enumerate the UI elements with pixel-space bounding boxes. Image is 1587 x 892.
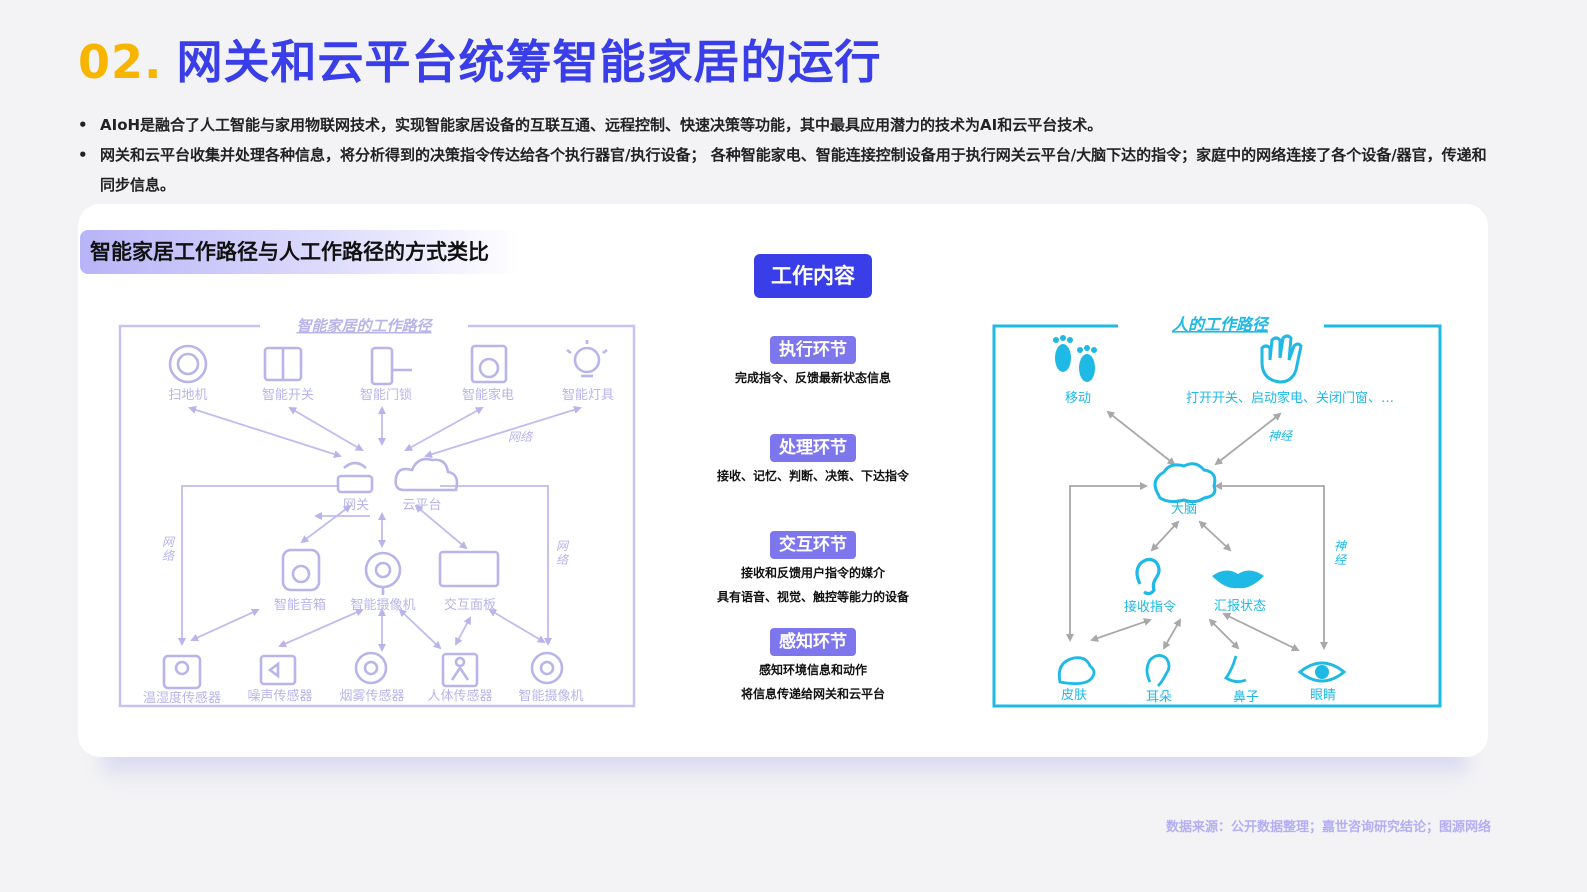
cloud-icon: [394, 457, 459, 492]
lips-icon: [1212, 570, 1264, 589]
nose-icon: [1223, 655, 1247, 683]
device-label: 智能灯具: [562, 388, 614, 403]
door-lock-icon: [370, 346, 394, 386]
device-label: 智能摄像机: [350, 598, 415, 613]
network-label-vertical: 网络: [556, 539, 570, 567]
step-tag: 感知环节: [770, 628, 856, 656]
sensor-camera-icon: [530, 651, 564, 685]
device-label: 智能开关: [262, 388, 314, 403]
sensor-label: 智能摄像机: [518, 689, 583, 704]
sense-label: 鼻子: [1233, 689, 1259, 705]
step-desc: 完成指令、反馈最新状态信息: [734, 371, 891, 385]
skin-arm-icon: [1057, 656, 1096, 685]
sense-label: 眼睛: [1310, 688, 1336, 703]
bullet-list: AIoH是融合了人工智能与家用物联网技术，实现智能家居设备的互联互通、远程控制、…: [78, 110, 1498, 200]
cloud-label: 云平台: [402, 498, 441, 513]
step-desc: 接收和反馈用户指令的媒介: [740, 566, 885, 580]
device-label: 智能门锁: [360, 387, 412, 403]
ear-icon: [1145, 654, 1171, 687]
bullet-item: AIoH是融合了人工智能与家用物联网技术，实现智能家居设备的互联互通、远程控制、…: [78, 110, 1498, 140]
step-desc: 接收、记忆、判断、决策、下达指令: [716, 469, 909, 483]
ear-icon: [1135, 557, 1161, 596]
footprints-icon: [1053, 335, 1097, 382]
network-label-vertical: 网络: [162, 535, 176, 563]
sensor-label: 噪声传感器: [247, 688, 312, 704]
humidity-sensor-icon: [162, 654, 202, 690]
gateway-icon: [336, 474, 374, 494]
sense-label: 皮肤: [1061, 688, 1087, 703]
step-perceive: 感知环节 感知环境信息和动作 将信息传递给网关和云平台: [680, 628, 946, 706]
sensor-label: 温湿度传感器: [143, 690, 221, 706]
speaker-icon: [281, 548, 321, 592]
left-diagram-title: 智能家居的工作路径: [296, 317, 433, 335]
brain-label: 大脑: [1171, 502, 1197, 517]
section-number: 02.: [78, 35, 163, 89]
nerve-label-vertical: 神经: [1334, 539, 1348, 567]
actions-label: 打开开关、启动家电、关闭门窗、…: [1186, 390, 1394, 406]
human-pathway-diagram: 人的工作路径 移动 打开开关、启动家电、关闭门窗、… 神经 大脑 接收指令 汇报…: [992, 315, 1442, 708]
bullet-item: 网关和云平台收集并处理各种信息，将分析得到的决策指令传达给各个执行器官/执行设备…: [78, 140, 1498, 200]
robot-vacuum-icon: [168, 344, 208, 384]
step-tag: 执行环节: [770, 336, 856, 364]
smart-home-diagram: 智能家居的工作路径 扫地机 智能开关 智能门锁 智能家电 智能灯具 网络 网关 …: [118, 317, 636, 708]
step-desc: 感知环境信息和动作: [758, 663, 867, 677]
work-content-button: 工作内容: [754, 254, 872, 298]
section-title: 智能家居工作路径与人工作路径的方式类比: [80, 230, 520, 274]
sensor-label: 人体传感器: [427, 688, 492, 704]
sensor-label: 烟雾传感器: [339, 688, 404, 704]
panel-icon: [438, 550, 500, 588]
step-desc: 具有语音、视觉、触控等能力的设备: [716, 590, 909, 604]
title-text: 网关和云平台统筹智能家居的运行: [176, 35, 882, 89]
device-label: 扫地机: [168, 388, 207, 403]
step-tag: 交互环节: [770, 531, 856, 559]
noise-sensor-icon: [259, 654, 297, 686]
nerve-label: 神经: [1268, 429, 1294, 443]
brain-icon: [1153, 462, 1217, 504]
receive-label: 接收指令: [1124, 599, 1176, 615]
sense-label: 耳朵: [1146, 690, 1172, 705]
device-label: 智能音箱: [274, 597, 326, 613]
camera-icon: [364, 551, 402, 589]
device-label: 智能家电: [462, 387, 514, 403]
eye-icon: [1297, 661, 1347, 683]
step-execute: 执行环节 完成指令、反馈最新状态信息: [680, 336, 946, 390]
step-interact: 交互环节 接收和反馈用户指令的媒介 具有语音、视觉、触控等能力的设备: [680, 531, 946, 609]
step-process: 处理环节 接收、记忆、判断、决策、下达指令: [680, 434, 946, 488]
report-label: 汇报状态: [1214, 599, 1266, 614]
motion-sensor-icon: [441, 652, 479, 688]
right-diagram-title: 人的工作路径: [1172, 315, 1270, 334]
data-source: 数据来源：公开数据整理；嘉世咨询研究结论；图源网络: [1165, 820, 1491, 835]
lamp-icon: [573, 346, 601, 374]
step-desc: 将信息传递给网关和云平台: [740, 687, 885, 701]
move-label: 移动: [1065, 391, 1091, 406]
step-tag: 处理环节: [770, 434, 856, 462]
page-title: 02.网关和云平台统筹智能家居的运行: [78, 26, 882, 92]
gateway-label: 网关: [343, 498, 369, 513]
device-label: 交互面板: [444, 597, 496, 613]
smoke-sensor-icon: [354, 651, 388, 685]
appliance-icon: [470, 344, 508, 384]
network-label: 网络: [508, 430, 534, 444]
hand-icon: [1260, 334, 1303, 384]
